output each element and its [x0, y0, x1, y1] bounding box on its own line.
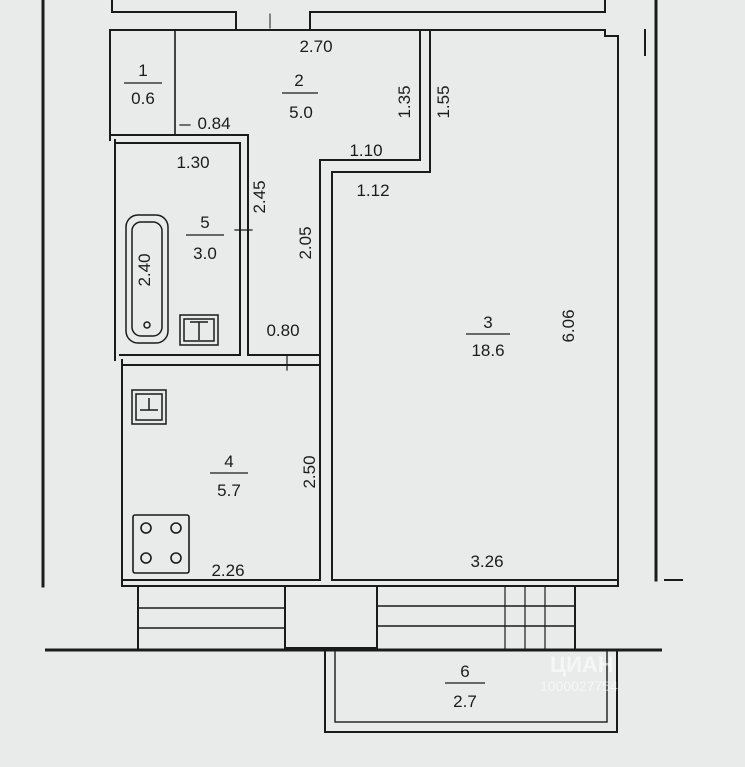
- dimension-1-10: 1.10: [349, 141, 382, 160]
- room-3-area: 18.6: [471, 341, 504, 360]
- stove-icon: [132, 514, 190, 574]
- dimension-1-30: 1.30: [176, 153, 209, 172]
- dimension-0-80: 0.80: [266, 321, 299, 340]
- dimension-2-05: 2.05: [296, 226, 315, 259]
- room-4-number: 4: [224, 452, 233, 471]
- bathtub-icon: [125, 214, 169, 344]
- watermark-code: 1000027754: [540, 678, 618, 694]
- dimension-2-40: 2.40: [135, 253, 154, 286]
- room-4-area: 5.7: [217, 481, 241, 500]
- dimension-labels: 2.70 1.35 1.55 0.84 1.30 1.10 1.12 2.45 …: [135, 37, 578, 580]
- dimension-0-84: 0.84: [197, 114, 230, 133]
- room-1-area: 0.6: [131, 89, 155, 108]
- walls: [41, 0, 683, 588]
- room-6-number: 6: [460, 662, 469, 681]
- dimension-1-12: 1.12: [356, 181, 389, 200]
- dimension-2-45: 2.45: [250, 180, 269, 213]
- room-3-number: 3: [483, 313, 492, 332]
- room-labels: 1 0.6 2 5.0 3 18.6 4 5.7 5 3.0 6 2.7: [124, 61, 510, 711]
- dimension-1-35: 1.35: [395, 85, 414, 118]
- balcony-walls: [45, 585, 662, 733]
- room-1-number: 1: [138, 61, 147, 80]
- dimension-1-55: 1.55: [434, 85, 453, 118]
- dimension-3-26: 3.26: [470, 552, 503, 571]
- dimension-2-26: 2.26: [211, 561, 244, 580]
- room-2-number: 2: [294, 71, 303, 90]
- dimension-2-50: 2.50: [300, 455, 319, 488]
- watermark-brand: ЦИАН: [550, 652, 614, 677]
- room-5-number: 5: [200, 213, 209, 232]
- dimension-6-06: 6.06: [559, 309, 578, 342]
- room-6-area: 2.7: [453, 692, 477, 711]
- room-5-area: 3.0: [193, 244, 217, 263]
- sink-icon: [131, 389, 167, 425]
- watermark: ЦИАН 1000027754: [540, 652, 618, 694]
- toilet-icon: [179, 314, 219, 346]
- room-2-area: 5.0: [289, 103, 313, 122]
- dimension-2-70: 2.70: [299, 37, 332, 56]
